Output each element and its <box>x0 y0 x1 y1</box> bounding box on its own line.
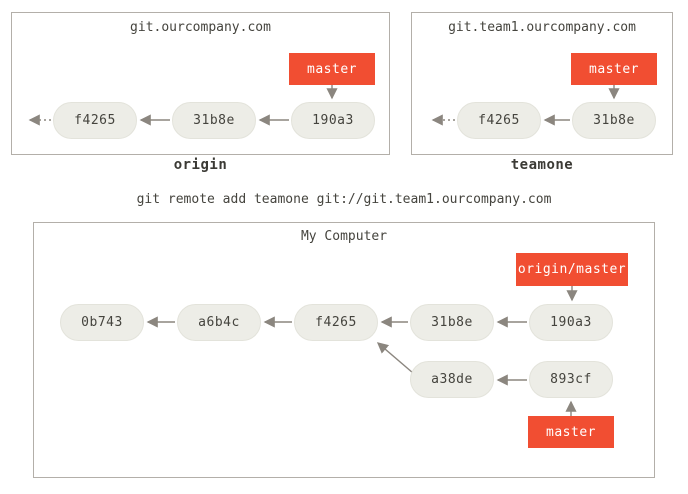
commit-node: f4265 <box>294 304 378 341</box>
branch-label-master: master <box>289 53 375 85</box>
branch-label-master: master <box>528 416 614 448</box>
branch-label-origin-master: origin/master <box>516 253 628 286</box>
topic-parent-arrow <box>376 342 414 374</box>
repo-title: git.team1.ourcompany.com <box>448 20 636 35</box>
repo-title: git.ourcompany.com <box>130 20 271 35</box>
repo-caption-origin: origin <box>173 157 228 173</box>
commit-node: 31b8e <box>410 304 494 341</box>
commit-node: 190a3 <box>291 102 375 139</box>
repo-box-origin: git.ourcompany.com master f4265 31b8e 19… <box>11 12 390 155</box>
git-command-caption: git remote add teamone git://git.team1.o… <box>136 192 552 207</box>
commit-node: 31b8e <box>172 102 256 139</box>
repo-box-teamone: git.team1.ourcompany.com master f4265 31… <box>411 12 673 155</box>
repo-caption-teamone: teamone <box>510 157 574 173</box>
commit-node: 893cf <box>529 361 613 398</box>
commit-node: a38de <box>410 361 494 398</box>
commit-node: f4265 <box>53 102 137 139</box>
repo-box-my-computer: My Computer origin/master 0b743 a6b4c f4… <box>33 222 655 478</box>
repo-title: My Computer <box>300 229 388 244</box>
commit-node: f4265 <box>457 102 541 139</box>
commit-node: 31b8e <box>572 102 656 139</box>
commit-node: 190a3 <box>529 304 613 341</box>
commit-node: a6b4c <box>177 304 261 341</box>
commit-node: 0b743 <box>60 304 144 341</box>
branch-label-master: master <box>571 53 657 85</box>
